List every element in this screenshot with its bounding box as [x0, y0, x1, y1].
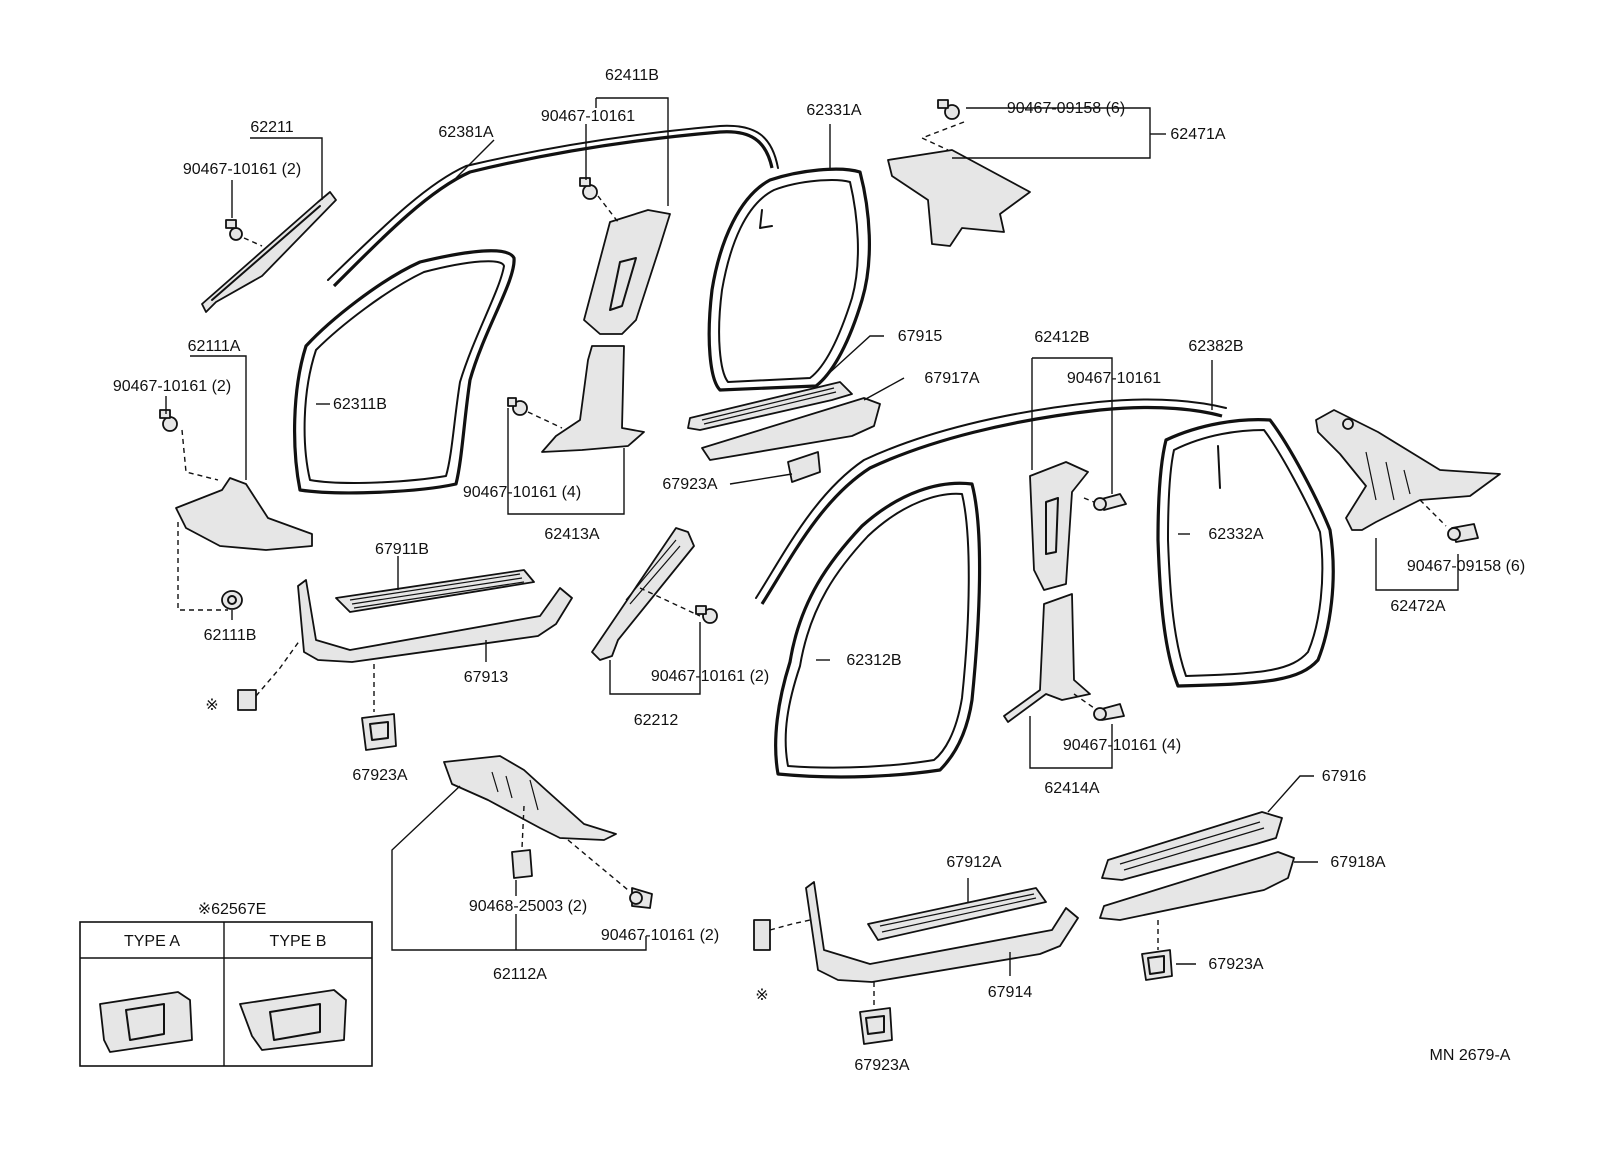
document-id: MN 2679-A	[1430, 1047, 1511, 1064]
clip-icon	[511, 849, 653, 909]
star-a: ※	[205, 697, 218, 714]
label-67917A: 67917A	[924, 370, 979, 387]
label-62331A: 62331A	[806, 102, 861, 119]
part-67913-front-scuff-lower[interactable]	[297, 579, 573, 663]
part-67923A-clip-d[interactable]	[859, 1007, 893, 1045]
label-62212: 62212	[634, 712, 679, 729]
part-67923A-clip-a[interactable]	[787, 451, 821, 483]
clip-icon	[753, 919, 771, 951]
label-67912A: 67912A	[946, 854, 1001, 871]
label-62312B: 62312B	[846, 652, 901, 669]
label-67916: 67916	[1322, 768, 1367, 785]
part-62413A-center-pillar-lower[interactable]	[541, 345, 645, 453]
part-67916-rear-scuff-plate[interactable]	[1101, 811, 1283, 881]
part-62111B-clip[interactable]	[221, 590, 243, 610]
label-62211: 62211	[250, 119, 293, 136]
label-62112A-clip2: 90467-10161 (2)	[601, 927, 719, 944]
clip-type-b-icon	[239, 989, 347, 1051]
label-62471A-clip: 90467-09158 (6)	[1007, 100, 1125, 117]
clip-icon	[579, 177, 598, 200]
label-62111A: 62111A	[188, 338, 241, 355]
part-62332A-rear-door-weatherstrip[interactable]	[1156, 418, 1335, 688]
label-67911B: 67911B	[375, 541, 429, 558]
part-62311B-front-door-weatherstrip[interactable]	[293, 249, 516, 495]
part-67923A-clip-b[interactable]	[361, 713, 397, 751]
label-62472A-clip: 90467-09158 (6)	[1407, 558, 1525, 575]
label-62414A: 62414A	[1044, 780, 1099, 797]
label-62412B-clip: 90467-10161	[1067, 370, 1161, 387]
part-62412B-center-pillar-upper[interactable]	[1029, 461, 1089, 591]
clip-type-a-icon	[99, 991, 193, 1053]
inset-type-a: TYPE A	[124, 933, 180, 950]
part-62411B-center-pillar-upper[interactable]	[583, 209, 671, 335]
part-62111A-cowl-side-trim[interactable]	[175, 477, 313, 551]
part-62382B-roof-weatherstrip[interactable]	[755, 398, 1227, 605]
part-62211-front-pillar-garnish[interactable]	[201, 191, 337, 313]
clip-icon	[1093, 703, 1125, 721]
label-62111B: 62111B	[204, 627, 257, 644]
inset-type-b: TYPE B	[270, 933, 327, 950]
label-62111A-clip: 90467-10161 (2)	[113, 378, 231, 395]
label-62471A: 62471A	[1170, 126, 1225, 143]
label-62311B: 62311B	[333, 396, 387, 413]
label-67923A-c: 67923A	[1208, 956, 1263, 973]
label-67918A: 67918A	[1330, 854, 1385, 871]
label-62413A-clip: 90467-10161 (4)	[463, 484, 581, 501]
clip-icon	[159, 409, 178, 432]
inset-title: ※62567E	[198, 901, 267, 918]
part-62381A-roof-weatherstrip[interactable]	[327, 124, 779, 288]
label-62381A: 62381A	[438, 124, 493, 141]
label-67913: 67913	[464, 669, 509, 686]
part-62414A-center-pillar-lower[interactable]	[1003, 593, 1091, 723]
clip-icon	[695, 605, 718, 624]
label-62112A-clip1: 90468-25003 (2)	[469, 898, 587, 915]
label-67923A-d: 67923A	[854, 1057, 909, 1074]
clip-icon	[237, 689, 257, 711]
part-67911B-front-scuff-plate[interactable]	[335, 569, 535, 613]
part-67912A-scuff-plate[interactable]	[867, 887, 1047, 941]
label-67914: 67914	[988, 984, 1033, 1001]
part-62331A-rear-door-weatherstrip[interactable]	[707, 167, 871, 392]
part-62212-pillar-garnish[interactable]	[591, 527, 695, 661]
clip-icon	[937, 99, 960, 120]
clip-icon	[1342, 418, 1479, 543]
part-62312B-front-door-weatherstrip[interactable]	[774, 481, 982, 779]
label-62382B: 62382B	[1188, 338, 1243, 355]
clip-icon	[225, 219, 243, 241]
label-62212-clip: 90467-10161 (2)	[651, 668, 769, 685]
part-67917A-rear-scuff-lower[interactable]	[701, 397, 881, 461]
label-62332A: 62332A	[1208, 526, 1263, 543]
part-67915-rear-scuff-plate[interactable]	[687, 381, 853, 431]
label-62472A: 62472A	[1390, 598, 1445, 615]
part-67918A-rear-scuff-lower[interactable]	[1099, 851, 1295, 921]
label-62411B-clip: 90467-10161	[541, 108, 635, 125]
part-67923A-clip-c[interactable]	[1141, 949, 1173, 981]
label-62414A-clip: 90467-10161 (4)	[1063, 737, 1181, 754]
label-67915: 67915	[898, 328, 943, 345]
clip-icon	[507, 397, 528, 416]
label-62112A: 62112A	[493, 966, 547, 983]
part-62112A-cowl-side-lower[interactable]	[443, 755, 617, 841]
label-62413A: 62413A	[544, 526, 599, 543]
label-62412B: 62412B	[1034, 329, 1089, 346]
label-62211-clip: 90467-10161 (2)	[183, 161, 301, 178]
label-62411B: 62411B	[605, 67, 659, 84]
inset-62567E: ※62567E TYPE A TYPE B	[79, 901, 373, 1067]
label-67923A-b: 67923A	[352, 767, 407, 784]
star-b: ※	[755, 987, 768, 1004]
part-62471A-roof-side-garnish[interactable]	[887, 149, 1031, 247]
part-62472A-quarter-trim[interactable]	[1315, 409, 1501, 531]
label-67923A-a: 67923A	[662, 476, 717, 493]
clip-icon	[1093, 493, 1127, 511]
